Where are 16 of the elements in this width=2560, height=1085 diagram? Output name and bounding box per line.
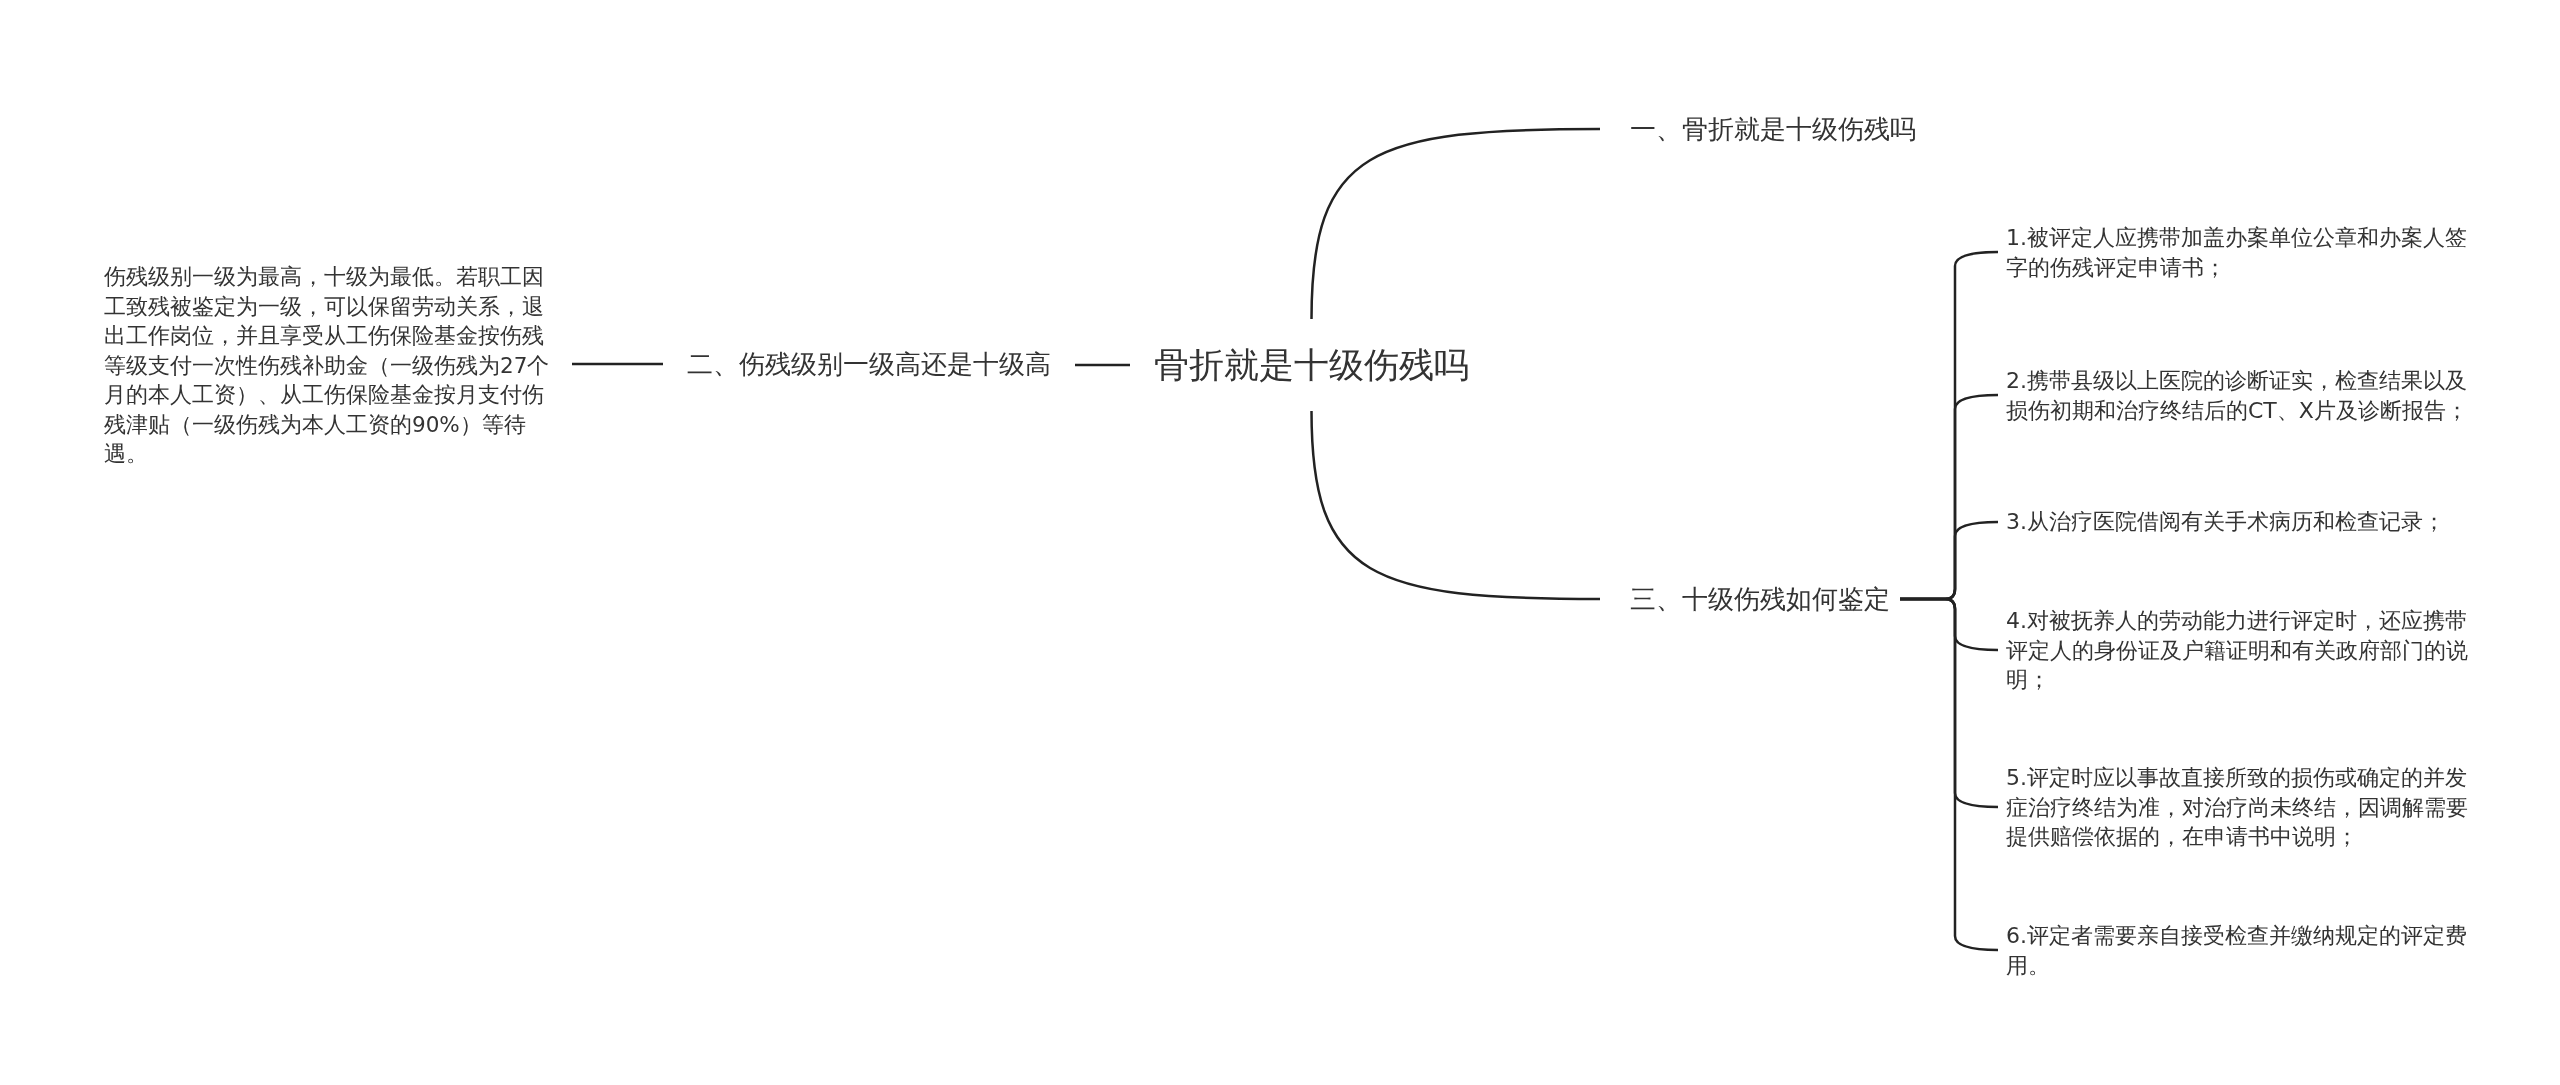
list-item-text: 2.携带县级以上医院的诊断证实，检查结果以及损伤初期和治疗终结后的CT、X片及诊断报告； xyxy=(1998,361,2478,429)
topic-text: 一、骨折就是十级伤残吗 xyxy=(1600,106,1946,152)
connector-line xyxy=(1310,127,1600,320)
central-topic: 骨折就是十级伤残吗 xyxy=(1130,319,1493,411)
connector-line xyxy=(1900,597,1998,952)
topic-text: 二、伤残级别一级高还是十级高 xyxy=(663,341,1075,387)
connector-line xyxy=(1310,410,1600,601)
paragraph-text: 伤残级别一级为最高，十级为最低。若职工因工致残被鉴定为一级，可以保留劳动关系，退出工作岗位，并且享受从工伤保险基金按伤残等级支付一次性伤残补助金（一级伤残为27个月的本人工资）、从工伤保险基金按月支付伤残津贴（一级伤残为本人工资的90%）等待遇。 xyxy=(96,257,572,473)
topic-text: 三、十级伤残如何鉴定 xyxy=(1600,576,1900,622)
list-item-text: 1.被评定人应携带加盖办案单位公章和办案人签字的伤残评定申请书； xyxy=(1998,218,2478,286)
connector-line xyxy=(572,362,663,366)
connector-line xyxy=(1075,363,1130,367)
list-item-text: 4.对被抚养人的劳动能力进行评定时，还应携带评定人的身份证及户籍证明和有关政府部门的说明； xyxy=(1998,601,2478,699)
list-item-text: 5.评定时应以事故直接所致的损伤或确定的并发症治疗终结为准，对治疗尚未终结，因调解需要提供赔偿依据的，在申请书中说明； xyxy=(1998,758,2478,856)
list-item-text: 6.评定者需要亲自接受检查并缴纳规定的评定费用。 xyxy=(1998,916,2478,984)
list-item-text: 3.从治疗医院借阅有关手术病历和检查记录； xyxy=(1998,503,2478,541)
